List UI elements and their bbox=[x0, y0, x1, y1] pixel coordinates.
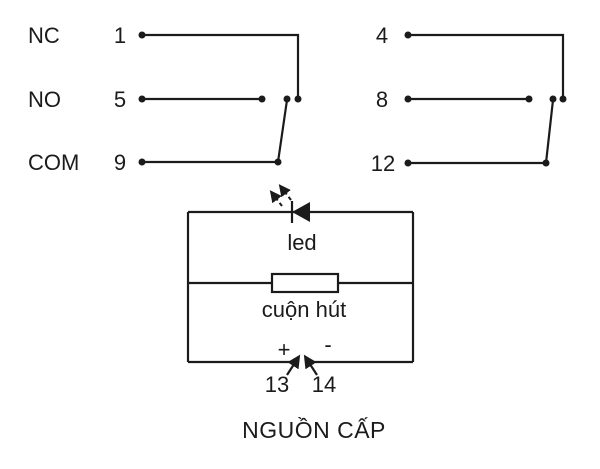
coil-block: led cuộn hút + - 13 14 bbox=[186, 184, 415, 397]
terminal-arrow-14 bbox=[303, 354, 318, 376]
led-label: led bbox=[287, 230, 316, 255]
pin-label-9: 9 bbox=[114, 150, 126, 175]
pin-label-12: 12 bbox=[371, 151, 395, 176]
no-contact-dot-left bbox=[258, 95, 266, 103]
pin-label-4: 4 bbox=[376, 23, 388, 48]
coil-label: cuộn hút bbox=[262, 297, 346, 322]
coil-symbol bbox=[270, 272, 340, 294]
led-emission-arrow-2 bbox=[278, 184, 292, 201]
armature-tip-dot-right bbox=[549, 95, 557, 103]
led-emission-arrow-1 bbox=[269, 190, 283, 207]
row-label-com: COM bbox=[28, 150, 79, 175]
pin-label-1: 1 bbox=[114, 23, 126, 48]
terminal-arrow-13 bbox=[286, 354, 301, 376]
led-diode-icon bbox=[269, 184, 310, 223]
pin-label-8: 8 bbox=[376, 87, 388, 112]
nc-wire-right bbox=[408, 33, 565, 99]
row-label-no: NO bbox=[28, 87, 61, 112]
row-label-nc: NC bbox=[28, 23, 60, 48]
pin-label-14: 14 bbox=[312, 372, 336, 397]
no-contact-dot-right bbox=[525, 95, 533, 103]
right-contact-group: 4 8 12 bbox=[371, 23, 567, 176]
armature-tip-dot-left bbox=[283, 95, 291, 103]
polarity-plus-label: + bbox=[278, 337, 291, 362]
nc-wire-left bbox=[142, 33, 300, 99]
nc-contact-dot-right bbox=[559, 95, 567, 103]
armature-left bbox=[276, 99, 289, 163]
power-supply-caption: NGUỒN CẤP bbox=[242, 416, 386, 443]
armature-right bbox=[544, 99, 555, 164]
nc-contact-dot-left bbox=[294, 95, 302, 103]
pin-label-13: 13 bbox=[265, 372, 289, 397]
pin-label-5: 5 bbox=[114, 87, 126, 112]
led-anode-triangle bbox=[292, 202, 310, 222]
polarity-minus-label: - bbox=[324, 332, 331, 357]
power-terminals: + - 13 14 bbox=[265, 332, 336, 397]
left-contact-group: NC NO COM 1 5 9 bbox=[28, 23, 302, 175]
